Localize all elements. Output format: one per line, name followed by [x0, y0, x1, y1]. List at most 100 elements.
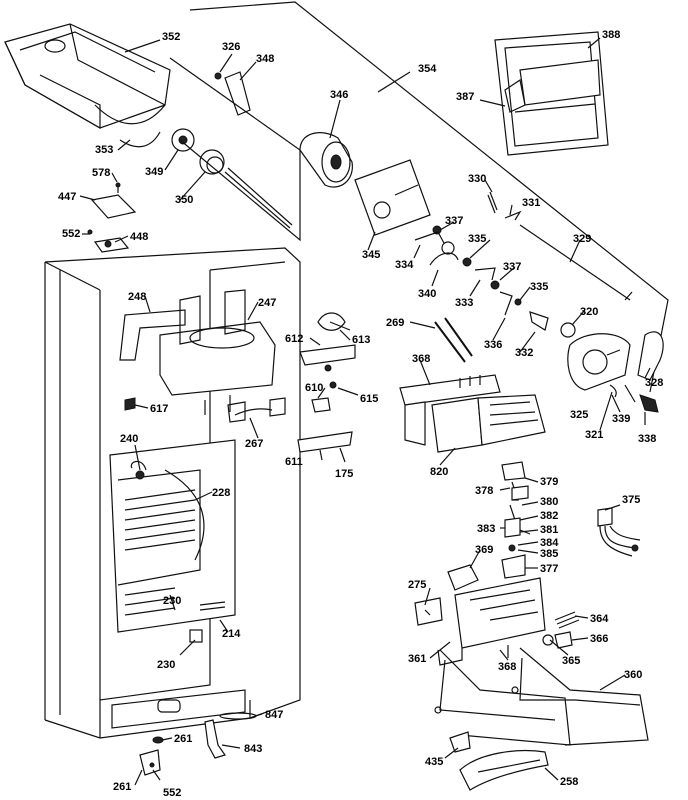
label-365: 365	[562, 655, 580, 667]
label-261-b: 261	[113, 781, 131, 793]
cam-lever-parts	[414, 191, 633, 331]
cabinet-outline	[44, 247, 301, 739]
label-331: 331	[522, 197, 540, 209]
label-435: 435	[425, 756, 443, 768]
mold-housing	[214, 71, 353, 188]
label-612: 612	[285, 333, 303, 345]
label-615: 615	[360, 393, 378, 405]
label-340: 340	[418, 288, 436, 300]
label-847: 847	[265, 709, 283, 721]
label-448: 448	[130, 231, 148, 243]
label-613: 613	[352, 334, 370, 346]
valve-parts	[297, 312, 356, 453]
ice-door-frame	[494, 31, 609, 156]
label-326: 326	[222, 41, 240, 53]
label-335-a: 335	[468, 233, 486, 245]
label-383: 383	[477, 523, 495, 535]
label-578: 578	[92, 167, 110, 179]
label-361: 361	[408, 653, 426, 665]
label-230-a: 230	[163, 595, 181, 607]
label-352: 352	[162, 31, 180, 43]
label-329: 329	[573, 233, 591, 245]
label-320: 320	[580, 306, 598, 318]
label-381: 381	[540, 524, 558, 536]
label-360: 360	[624, 669, 642, 681]
label-382: 382	[540, 510, 558, 522]
label-379: 379	[540, 476, 558, 488]
dispenser-rails	[434, 647, 649, 746]
label-325: 325	[570, 409, 588, 421]
wire-harness	[597, 507, 641, 557]
label-387: 387	[456, 91, 474, 103]
label-175: 175	[335, 468, 353, 480]
label-214: 214	[222, 628, 241, 640]
label-369: 369	[475, 544, 493, 556]
label-349: 349	[145, 166, 163, 178]
label-552-top: 552	[62, 228, 80, 240]
label-350: 350	[175, 194, 193, 206]
label-346: 346	[330, 89, 348, 101]
evaporator-assembly	[109, 439, 236, 643]
label-339: 339	[612, 413, 630, 425]
label-843: 843	[244, 743, 262, 755]
dispenser-valve-stack	[501, 461, 531, 579]
label-617: 617	[150, 403, 168, 415]
ice-mold	[399, 374, 546, 453]
small-clips	[124, 397, 286, 423]
label-388: 388	[602, 29, 620, 41]
label-333: 333	[455, 297, 473, 309]
label-261-a: 261	[174, 733, 192, 745]
dispenser-housing	[414, 564, 546, 666]
label-345: 345	[362, 249, 380, 261]
label-380: 380	[540, 496, 558, 508]
label-375: 375	[622, 494, 640, 506]
label-368-bottom: 368	[498, 661, 516, 673]
label-337-b: 337	[503, 261, 521, 273]
auger-parts	[119, 128, 293, 229]
fan-motor-assembly	[119, 289, 276, 415]
leader-lines	[79, 37, 651, 786]
label-248: 248	[128, 291, 146, 303]
label-228: 228	[212, 487, 230, 499]
label-332: 332	[515, 347, 533, 359]
callout-labels: 352 326 348 354 388 387 346 353 349 350 …	[58, 29, 663, 799]
label-364: 364	[590, 613, 609, 625]
label-247: 247	[258, 297, 276, 309]
fill-tube	[434, 317, 473, 363]
label-336: 336	[484, 339, 502, 351]
label-269: 269	[386, 317, 404, 329]
label-275: 275	[408, 579, 426, 591]
label-353: 353	[95, 144, 113, 156]
label-230-b: 230	[157, 659, 175, 671]
label-240: 240	[120, 433, 138, 445]
label-384: 384	[540, 537, 559, 549]
label-330: 330	[468, 173, 486, 185]
label-611: 611	[285, 456, 303, 468]
bottom-trim	[449, 731, 549, 791]
label-321: 321	[585, 429, 603, 441]
ice-maker-motor	[560, 322, 664, 413]
label-337-a: 337	[445, 215, 463, 227]
label-267: 267	[245, 438, 263, 450]
label-348: 348	[256, 53, 274, 65]
label-328: 328	[645, 377, 663, 389]
label-552-bottom: 552	[163, 787, 181, 799]
label-258: 258	[560, 776, 578, 788]
label-338: 338	[638, 433, 656, 445]
bracket-parts	[87, 182, 137, 253]
label-368-top: 368	[412, 353, 430, 365]
label-385: 385	[540, 548, 558, 560]
mounting-plate	[354, 159, 431, 236]
label-378: 378	[475, 485, 493, 497]
label-447: 447	[58, 191, 76, 203]
label-354: 354	[418, 63, 437, 75]
label-366: 366	[590, 633, 608, 645]
label-610: 610	[305, 382, 323, 394]
auger-springs	[542, 611, 580, 649]
label-334: 334	[395, 259, 414, 271]
ice-bucket	[4, 23, 171, 130]
label-820: 820	[430, 466, 448, 478]
label-335-b: 335	[530, 281, 548, 293]
